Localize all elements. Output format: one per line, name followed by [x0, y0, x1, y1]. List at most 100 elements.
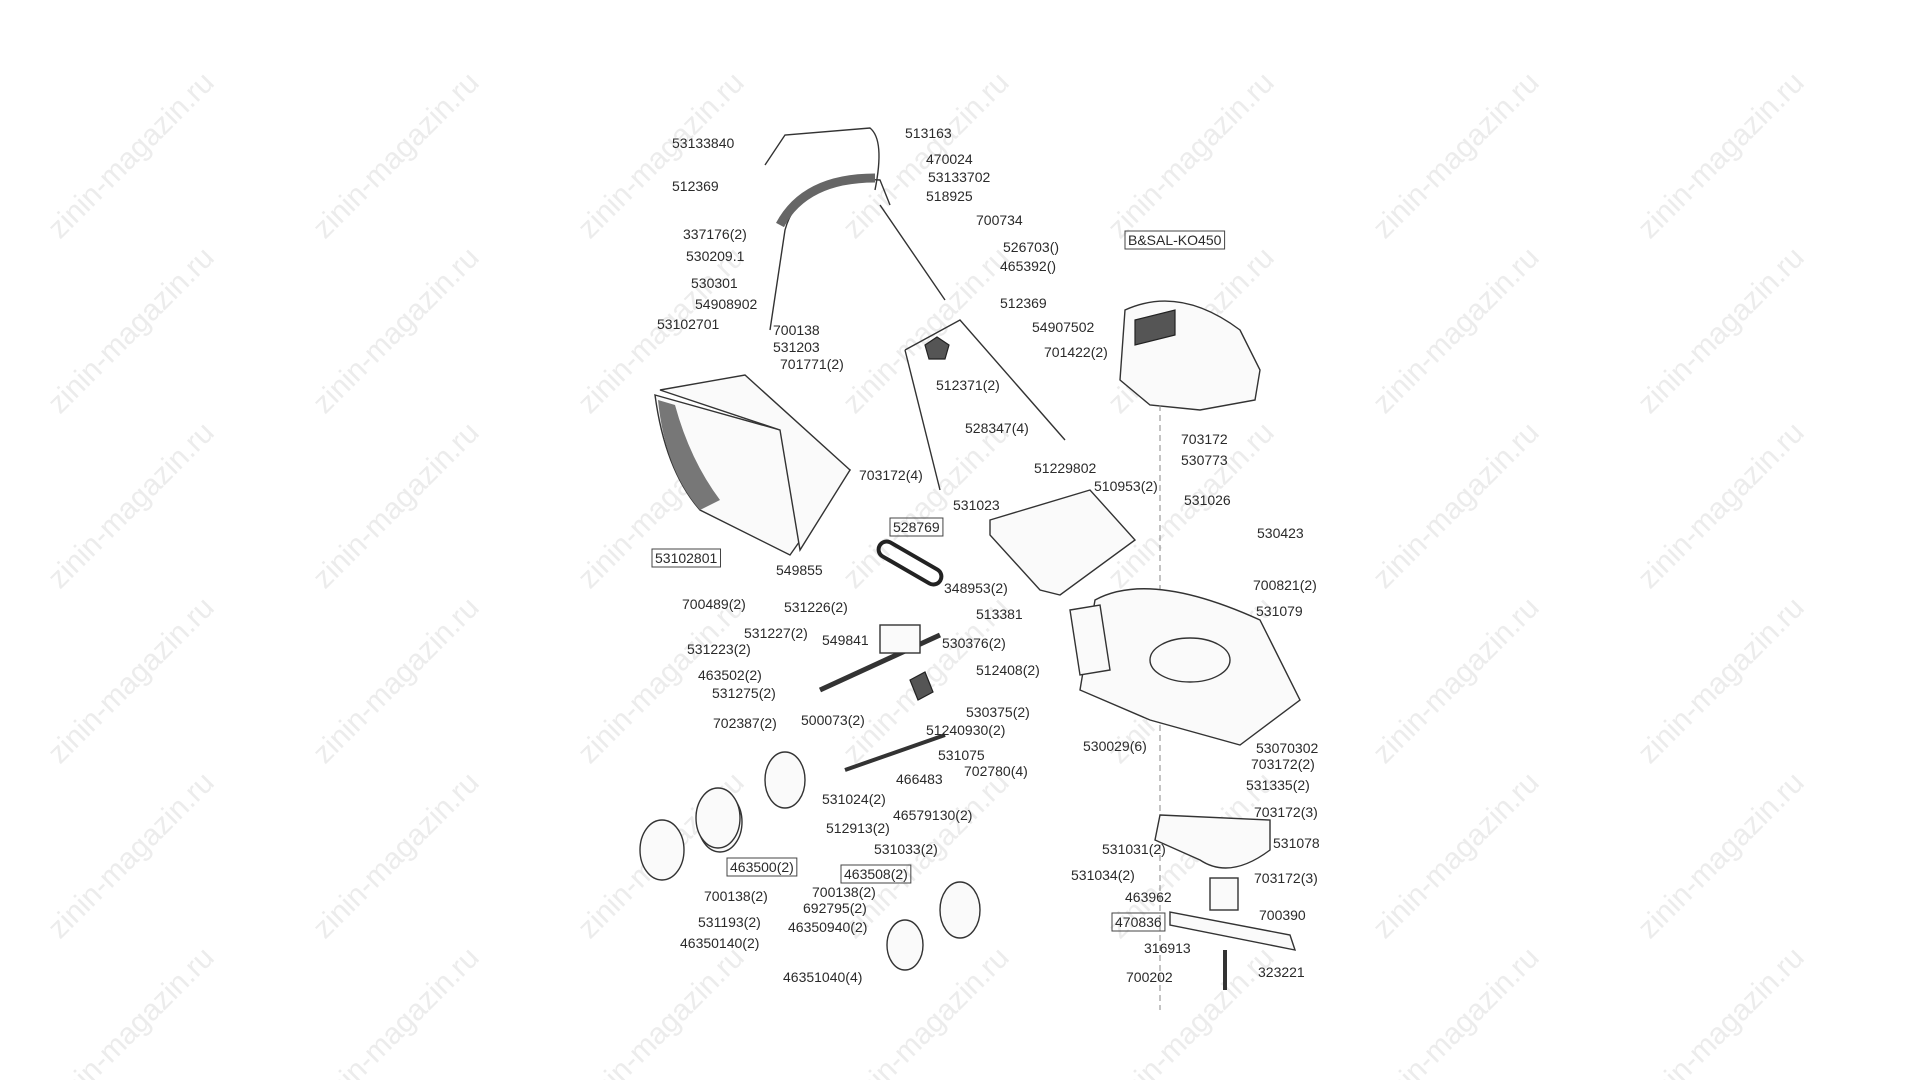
- part-number-label: 692795(2): [803, 900, 867, 916]
- part-number-label: 531026: [1184, 492, 1231, 508]
- watermark-text: zinin-magazin.ru: [837, 241, 1016, 420]
- part-number-label: 700489(2): [682, 596, 746, 612]
- part-number-label: 531033(2): [874, 841, 938, 857]
- front-hubcap-part: [886, 919, 924, 971]
- boxed-part-number-label: B&SAL-KO450: [1128, 232, 1222, 248]
- part-labels: 5313384051316347002453133702512369518925…: [651, 125, 1320, 985]
- part-number-label: 531024(2): [822, 791, 886, 807]
- part-number-label: 500073(2): [801, 712, 865, 728]
- part-number-label: 531203: [773, 339, 820, 355]
- part-number-label: 700734: [976, 212, 1023, 228]
- label-box: [726, 857, 798, 877]
- lower-handle-part: [904, 319, 1066, 491]
- part-number-label: 51240930(2): [926, 722, 1005, 738]
- watermark-text: zinin-magazin.ru: [1102, 941, 1281, 1080]
- part-number-label: 703172(4): [859, 467, 923, 483]
- drive-belt-part: [876, 539, 944, 587]
- part-number-label: 46350940(2): [788, 919, 867, 935]
- watermark-text: zinin-magazin.ru: [307, 591, 486, 770]
- part-number-label: 700138(2): [704, 888, 768, 904]
- part-number-label: 46351040(4): [783, 969, 862, 985]
- engine-fins: [1134, 309, 1176, 346]
- part-number-label: 531223(2): [687, 641, 751, 657]
- boxed-part-number-label: 463508(2): [844, 866, 908, 882]
- watermark-text: zinin-magazin.ru: [1367, 241, 1546, 420]
- watermark-text: zinin-magazin.ru: [1632, 591, 1811, 770]
- engine-part: [1119, 300, 1261, 411]
- part-number-label: 463962: [1125, 889, 1172, 905]
- label-box: [1111, 912, 1166, 932]
- watermark-text: zinin-magazin.ru: [1367, 941, 1546, 1080]
- part-number-label: 531075: [938, 747, 985, 763]
- watermark-text: zinin-magazin.ru: [1367, 591, 1546, 770]
- watermark-text: zinin-magazin.ru: [837, 941, 1016, 1080]
- part-number-label: 531031(2): [1102, 841, 1166, 857]
- part-number-label: 700202: [1126, 969, 1173, 985]
- part-number-label: 53133840: [672, 135, 735, 151]
- boxed-part-number-label: 528769: [893, 519, 940, 535]
- part-number-label: 323221: [1258, 964, 1305, 980]
- part-number-label: 703172(3): [1254, 804, 1318, 820]
- watermark-text: zinin-magazin.ru: [307, 766, 486, 945]
- part-number-label: 702780(4): [964, 763, 1028, 779]
- part-number-label: 700390: [1259, 907, 1306, 923]
- label-box: [1124, 230, 1226, 250]
- watermark-text: zinin-magazin.ru: [1367, 66, 1546, 245]
- part-number-label: 531275(2): [712, 685, 776, 701]
- watermark-text: zinin-magazin.ru: [307, 941, 486, 1080]
- part-number-label: 463502(2): [698, 667, 762, 683]
- part-number-label: 703172(3): [1254, 870, 1318, 886]
- watermark-text: zinin-magazin.ru: [572, 66, 751, 245]
- watermark-text: zinin-magazin.ru: [1632, 416, 1811, 595]
- watermark-text: zinin-magazin.ru: [42, 416, 221, 595]
- part-number-label: 530301: [691, 275, 738, 291]
- watermark-text: zinin-magazin.ru: [42, 766, 221, 945]
- part-number-label: 549841: [822, 632, 869, 648]
- watermark-text: zinin-magazin.ru: [1632, 941, 1811, 1080]
- watermark-text: zinin-magazin.ru: [1632, 241, 1811, 420]
- grass-bag-shade: [658, 400, 720, 510]
- label-box: [889, 517, 944, 537]
- part-number-label: 53133702: [928, 169, 991, 185]
- watermark-text: zinin-magazin.ru: [307, 66, 486, 245]
- label-box: [651, 548, 722, 568]
- grass-bag-frame: [659, 374, 851, 552]
- part-number-label: 703172(2): [1251, 756, 1315, 772]
- front-wheel-part: [939, 881, 981, 939]
- part-number-label: 513163: [905, 125, 952, 141]
- part-number-label: 549855: [776, 562, 823, 578]
- watermark-text: zinin-magazin.ru: [42, 591, 221, 770]
- part-number-label: 512913(2): [826, 820, 890, 836]
- part-number-label: 700821(2): [1253, 577, 1317, 593]
- part-number-label: 512369: [672, 178, 719, 194]
- watermark-text: zinin-magazin.ru: [42, 66, 221, 245]
- watermark-text: zinin-magazin.ru: [307, 416, 486, 595]
- part-number-label: 526703(): [1003, 239, 1059, 255]
- blade-adapter-part: [1209, 877, 1239, 911]
- gearbox-part: [879, 624, 921, 654]
- part-number-label: 531023: [953, 497, 1000, 513]
- watermark-text: zinin-magazin.ru: [572, 941, 751, 1080]
- handle-grip-part: [776, 173, 876, 228]
- part-number-label: 51229802: [1034, 460, 1097, 476]
- part-number-label: 510953(2): [1094, 478, 1158, 494]
- part-number-label: 337176(2): [683, 226, 747, 242]
- part-number-label: 530375(2): [966, 704, 1030, 720]
- part-number-label: 702387(2): [713, 715, 777, 731]
- part-number-label: 512371(2): [936, 377, 1000, 393]
- part-number-label: 530376(2): [942, 635, 1006, 651]
- boxed-part-number-label: 463500(2): [730, 859, 794, 875]
- watermark-text: zinin-magazin.ru: [1367, 416, 1546, 595]
- part-number-label: 46579130(2): [893, 807, 972, 823]
- rear-hubcap-part: [639, 819, 685, 881]
- watermark-text: zinin-magazin.ru: [1367, 766, 1546, 945]
- part-number-label: 46350140(2): [680, 935, 759, 951]
- label-box: [840, 864, 912, 884]
- part-number-label: 54907502: [1032, 319, 1095, 335]
- rear-wheel-disc: [764, 751, 806, 809]
- part-number-label: 348953(2): [944, 580, 1008, 596]
- part-number-label: 530423: [1257, 525, 1304, 541]
- part-number-label: 703172: [1181, 431, 1228, 447]
- watermark-text: zinin-magazin.ru: [1632, 66, 1811, 245]
